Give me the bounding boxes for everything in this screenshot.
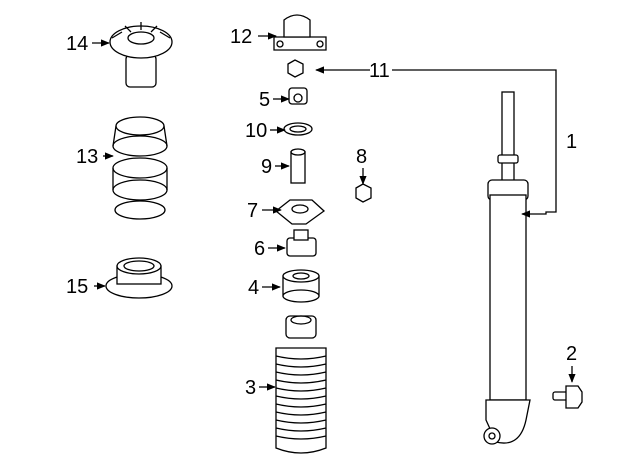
coil-spring-part: [112, 116, 168, 220]
callout-7: 7: [247, 200, 258, 222]
upper-mount-part: [273, 14, 327, 51]
nut-part: [287, 59, 304, 78]
callout-8: 8: [356, 146, 367, 168]
upper-spring-seat-part: [109, 22, 173, 88]
callout-6: 6: [254, 238, 265, 260]
mount-plate-part: [274, 199, 326, 225]
callout-13: 13: [76, 146, 98, 168]
callout-5: 5: [259, 89, 270, 111]
callout-11: 11: [369, 60, 390, 82]
callout-leaders: [92, 32, 576, 391]
callout-12: 12: [230, 26, 252, 48]
bump-stop-part: [282, 269, 320, 303]
lower-insulator-part: [105, 257, 173, 299]
callout-1: 1: [566, 131, 577, 153]
callout-9: 9: [261, 156, 272, 178]
shock-absorber-part: [483, 91, 531, 445]
small-nut-part: [355, 183, 372, 203]
washer-part: [283, 122, 313, 136]
callout-3: 3: [245, 377, 256, 399]
callout-15: 15: [66, 276, 88, 298]
bolt-part: [552, 385, 583, 409]
callout-10: 10: [245, 120, 267, 142]
callout-2: 2: [566, 343, 577, 365]
callout-4: 4: [248, 277, 259, 299]
mount-bushing-part: [286, 229, 317, 257]
dust-boot-part: [275, 315, 327, 454]
callout-14: 14: [66, 33, 88, 55]
sleeve-part: [290, 148, 306, 184]
bushing-part: [288, 87, 308, 105]
